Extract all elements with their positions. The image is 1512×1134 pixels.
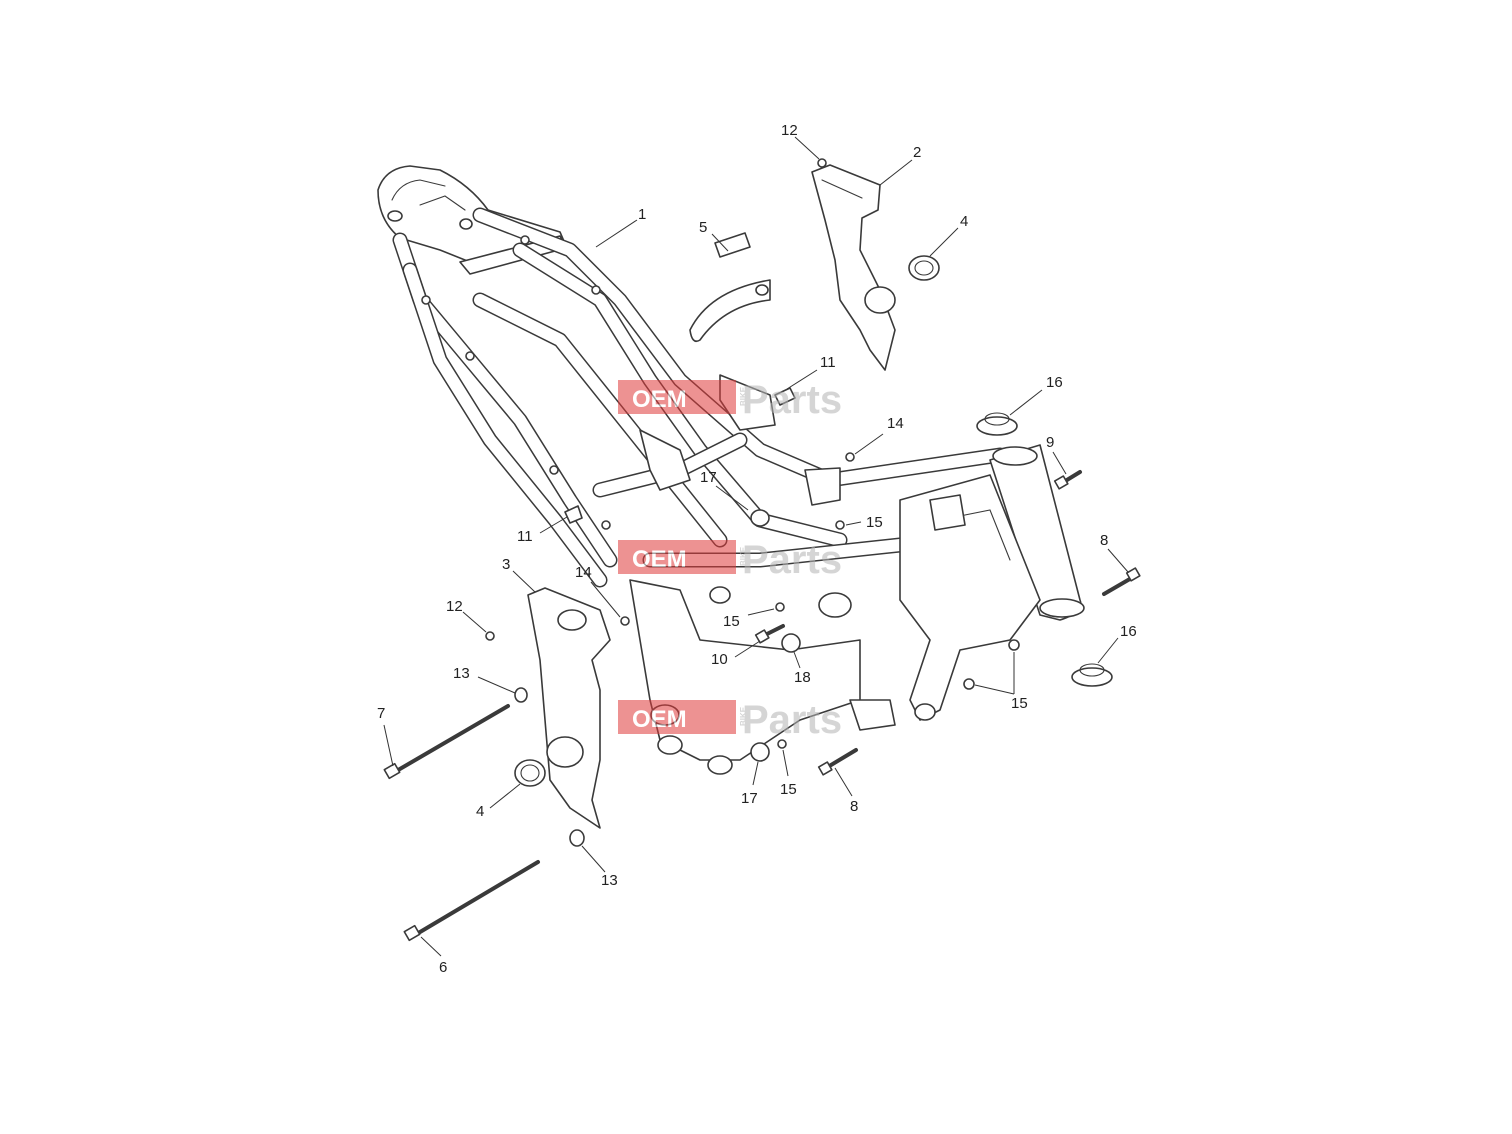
callout-15-mid: 15 bbox=[723, 613, 740, 630]
callout-12-lower: 12 bbox=[446, 598, 463, 615]
callout-14-upper: 14 bbox=[887, 415, 904, 432]
callout-9: 9 bbox=[1046, 434, 1054, 451]
nut-15-mid bbox=[775, 602, 785, 612]
callout-4-lower: 4 bbox=[476, 803, 484, 820]
washer-13-upper bbox=[514, 687, 528, 703]
watermark-bike: BIKE bbox=[739, 386, 748, 406]
nut-15-upper bbox=[835, 520, 845, 530]
clip-11-lower bbox=[564, 505, 583, 524]
bearing-lower bbox=[514, 759, 546, 787]
spacer-18 bbox=[781, 633, 801, 653]
long-bolt-lower bbox=[403, 860, 540, 942]
headstock-bearing-lower bbox=[1071, 663, 1113, 687]
lower-cover-plate bbox=[527, 587, 611, 829]
callout-7: 7 bbox=[377, 705, 385, 722]
callout-6: 6 bbox=[439, 959, 447, 976]
callout-3: 3 bbox=[502, 556, 510, 573]
callout-17-lower: 17 bbox=[741, 790, 758, 807]
watermark-oem: OEM bbox=[632, 546, 687, 573]
nut-14-lower bbox=[620, 616, 630, 626]
main-frame bbox=[377, 165, 1085, 775]
nut-15-lower bbox=[777, 739, 787, 749]
bolt-10 bbox=[754, 624, 785, 644]
callout-8-upper: 8 bbox=[1100, 532, 1108, 549]
spacer-17-upper bbox=[750, 509, 770, 527]
washer-13-lower bbox=[569, 829, 585, 847]
callout-17-upper: 17 bbox=[700, 469, 717, 486]
screw-12-upper bbox=[817, 158, 827, 168]
nut-15-right-a bbox=[1008, 639, 1020, 651]
callout-8-lower: 8 bbox=[850, 798, 858, 815]
callout-15-upper: 15 bbox=[866, 514, 883, 531]
leader-lines bbox=[383, 136, 1129, 957]
callout-5: 5 bbox=[699, 219, 707, 236]
callout-12-upper: 12 bbox=[781, 122, 798, 139]
callout-4-upper: 4 bbox=[960, 213, 968, 230]
watermark-parts: Parts bbox=[742, 378, 842, 422]
callout-15-lower: 15 bbox=[780, 781, 797, 798]
callout-2: 2 bbox=[913, 144, 921, 161]
callout-11-lower: 11 bbox=[517, 528, 533, 545]
watermark-oem-block bbox=[618, 380, 736, 414]
callout-18: 18 bbox=[794, 669, 811, 686]
screw-12-lower bbox=[485, 631, 495, 641]
watermark-oem-block bbox=[618, 540, 736, 574]
nut-15-right-b bbox=[963, 678, 975, 690]
watermark-middle: OEM BIKE Parts bbox=[618, 538, 842, 582]
support-strap bbox=[689, 232, 771, 343]
watermark-bottom: OEM BIKE Parts bbox=[618, 698, 842, 742]
nut-14-upper bbox=[845, 452, 855, 462]
callout-1: 1 bbox=[638, 206, 646, 223]
long-bolt-upper bbox=[383, 704, 510, 780]
watermark-oem: OEM bbox=[632, 386, 687, 413]
bolt-9 bbox=[1053, 470, 1082, 490]
watermark-bike: BIKE bbox=[739, 546, 748, 566]
callout-13-upper: 13 bbox=[453, 665, 470, 682]
callout-16-lower: 16 bbox=[1120, 623, 1137, 640]
watermark-top: OEM BIKE Parts bbox=[618, 378, 842, 422]
bolt-8-lower bbox=[817, 748, 858, 776]
callout-10: 10 bbox=[711, 651, 728, 668]
watermark-parts: Parts bbox=[742, 698, 842, 742]
spacer-17-lower bbox=[750, 742, 770, 762]
watermark-bike: BIKE bbox=[739, 706, 748, 726]
headstock-bearing-upper bbox=[976, 412, 1018, 436]
callout-labels: 1 2 3 4 4 5 6 7 8 8 9 10 11 11 12 12 13 … bbox=[377, 122, 1137, 976]
watermark-parts: Parts bbox=[742, 538, 842, 582]
upper-cover-plate bbox=[811, 164, 896, 371]
watermark-oem: OEM bbox=[632, 706, 687, 733]
bearing-upper bbox=[908, 255, 940, 281]
callout-15-right: 15 bbox=[1011, 695, 1028, 712]
callout-11-upper: 11 bbox=[820, 354, 836, 371]
bolt-8-upper bbox=[1102, 567, 1141, 596]
watermark-oem-block bbox=[618, 700, 736, 734]
callout-13-lower: 13 bbox=[601, 872, 618, 889]
clip-11-upper bbox=[774, 387, 796, 406]
callout-16-upper: 16 bbox=[1046, 374, 1063, 391]
callout-14-lower: 14 bbox=[575, 564, 592, 581]
